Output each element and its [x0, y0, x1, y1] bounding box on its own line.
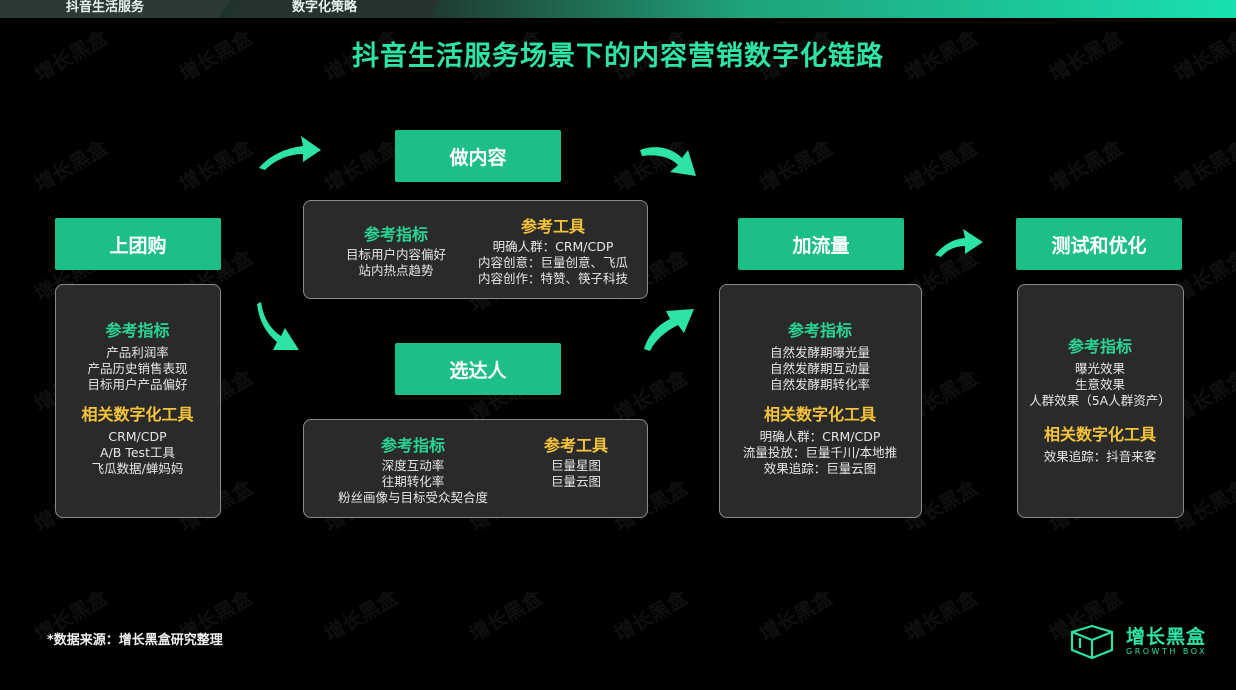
- watermark: 增长黑盒: [610, 365, 692, 427]
- tool-item: CRM/CDP: [108, 429, 167, 444]
- watermark: 增长黑盒: [755, 585, 837, 647]
- metric-item: 生意效果: [1074, 377, 1125, 392]
- stage-label: 加流量: [792, 234, 850, 257]
- stage-label: 选达人: [449, 359, 507, 382]
- stage-group-buy-header: 上团购: [55, 218, 221, 270]
- tools-heading: 参考工具: [543, 436, 608, 455]
- stage-label: 上团购: [109, 234, 167, 257]
- metric-item: 目标用户产品偏好: [87, 377, 188, 392]
- metric-item: 自然发酵期曝光量: [769, 345, 870, 360]
- metric-item: 人群效果（5A人群资产）: [1029, 393, 1171, 408]
- stage-traffic-card: 参考指标 自然发酵期曝光量 自然发酵期互动量 自然发酵期转化率 相关数字化工具 …: [719, 284, 922, 518]
- brand-logo: 增长黑盒 GROWTH BOX: [1066, 620, 1216, 660]
- metric-item: 往期转化率: [381, 474, 445, 489]
- curved-arrow-icon: [259, 136, 321, 170]
- tool-item: 内容创意：巨量创意、飞瓜: [477, 255, 628, 270]
- tool-item: 巨量云图: [550, 474, 601, 489]
- watermark: 增长黑盒: [900, 135, 982, 197]
- watermark: 增长黑盒: [1045, 135, 1127, 197]
- stage-content-header: 做内容: [395, 130, 561, 182]
- stage-label: 测试和优化: [1051, 234, 1147, 257]
- watermark: 增长黑盒: [30, 135, 112, 197]
- watermark: 增长黑盒: [755, 135, 837, 197]
- metric-item: 产品利润率: [106, 345, 169, 360]
- stage-group-buy-card: 参考指标 产品利润率 产品历史销售表现 目标用户产品偏好 相关数字化工具 CRM…: [55, 284, 221, 518]
- page-title: 抖音生活服务场景下的内容营销数字化链路: [352, 41, 884, 72]
- metrics-heading: 参考指标: [105, 321, 170, 340]
- watermark: 增长黑盒: [610, 585, 692, 647]
- tool-item: 明确人群：CRM/CDP: [492, 239, 614, 254]
- watermark: 增长黑盒: [1170, 135, 1236, 197]
- tool-item: 内容创作：特赞、筷子科技: [477, 271, 628, 286]
- tools-heading: 相关数字化工具: [1043, 425, 1156, 444]
- cube-box-icon: [1070, 624, 1114, 660]
- watermark: 增长黑盒: [175, 135, 257, 197]
- logo-subtitle: GROWTH BOX: [1126, 647, 1208, 656]
- metric-item: 粉丝画像与目标受众契合度: [337, 490, 488, 505]
- stage-optimize-header: 测试和优化: [1016, 218, 1182, 270]
- tool-item: A/B Test工具: [100, 445, 175, 460]
- tool-item: 流量投放：巨量千川/本地推: [742, 445, 898, 460]
- metric-item: 站内热点趋势: [358, 263, 434, 278]
- metric-item: 曝光效果: [1074, 361, 1125, 376]
- metrics-heading: 参考指标: [787, 321, 852, 340]
- stage-influencer-header: 选达人: [395, 343, 561, 395]
- logo-name: 增长黑盒: [1126, 626, 1207, 648]
- watermark: 增长黑盒: [900, 585, 982, 647]
- watermark: 增长黑盒: [465, 585, 547, 647]
- stage-content-card: 参考指标 目标用户内容偏好 站内热点趋势 参考工具 明确人群：CRM/CDP 内…: [303, 200, 648, 299]
- tool-item: 巨量星图: [550, 458, 601, 473]
- curved-arrow-icon: [644, 309, 694, 351]
- tools-heading: 相关数字化工具: [763, 405, 876, 424]
- tab-life-service[interactable]: 抖音生活服务: [0, 0, 230, 18]
- curved-arrow-icon: [257, 302, 299, 350]
- tab-label: 数字化策略: [292, 0, 358, 15]
- metric-item: 自然发酵期转化率: [769, 377, 870, 392]
- tool-item: 飞瓜数据/蝉妈妈: [91, 461, 184, 476]
- metric-item: 目标用户内容偏好: [345, 247, 446, 262]
- tool-item: 明确人群：CRM/CDP: [759, 429, 881, 444]
- metrics-heading: 参考指标: [1067, 337, 1132, 356]
- metrics-heading: 参考指标: [363, 225, 428, 244]
- watermark: 增长黑盒: [320, 135, 402, 197]
- stage-label: 做内容: [449, 146, 507, 169]
- tab-digital-strategy[interactable]: 数字化策略: [230, 0, 440, 18]
- tools-heading: 参考工具: [520, 217, 585, 236]
- tab-label: 抖音生活服务: [66, 0, 145, 15]
- tools-heading: 相关数字化工具: [81, 405, 194, 424]
- metric-item: 深度互动率: [381, 458, 445, 473]
- stage-traffic-header: 加流量: [738, 218, 904, 270]
- tool-item: 效果追踪：抖音来客: [1043, 449, 1157, 464]
- tool-item: 效果追踪：巨量云图: [763, 461, 877, 476]
- curved-arrow-icon: [935, 229, 983, 257]
- stage-optimize-card: 参考指标 曝光效果 生意效果 人群效果（5A人群资产） 相关数字化工具 效果追踪…: [1017, 284, 1184, 518]
- source-note: *数据来源：增长黑盒研究整理: [47, 633, 223, 648]
- metric-item: 产品历史销售表现: [87, 361, 188, 376]
- metric-item: 自然发酵期互动量: [769, 361, 870, 376]
- stage-influencer-card: 参考指标 深度互动率 往期转化率 粉丝画像与目标受众契合度 参考工具 巨量星图 …: [303, 419, 648, 518]
- top-bar: 抖音生活服务 数字化策略: [0, 0, 1236, 18]
- metrics-heading: 参考指标: [380, 436, 445, 455]
- curved-arrow-icon: [640, 147, 696, 176]
- watermark: 增长黑盒: [320, 585, 402, 647]
